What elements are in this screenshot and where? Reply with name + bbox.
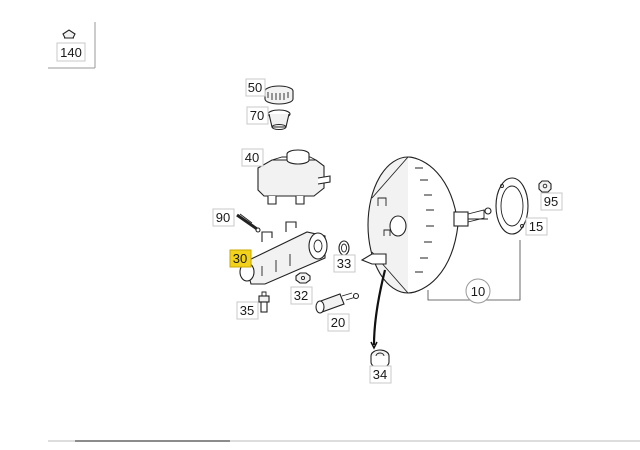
part-50-label: 50: [248, 80, 262, 95]
part-70-label: 70: [250, 108, 264, 123]
part-33-seal-ring[interactable]: 33: [333, 240, 356, 273]
part-20-label: 20: [331, 315, 345, 330]
part-34-label: 34: [373, 367, 387, 382]
part-15-gasket[interactable]: 15: [495, 177, 548, 236]
part-20-valve[interactable]: 20: [315, 292, 360, 332]
part-90-bleed-screw[interactable]: 90: [212, 208, 261, 233]
part-35-sensor[interactable]: 35: [236, 291, 270, 320]
part-140-label: 140: [60, 45, 82, 60]
part-140-inset[interactable]: 140: [48, 22, 96, 69]
part-34-vacuum-connector[interactable]: 34: [369, 269, 392, 384]
part-90-label: 90: [216, 210, 230, 225]
part-140-clip-icon: [62, 29, 76, 39]
part-30-label: 30: [233, 251, 247, 266]
part-40-label: 40: [245, 150, 259, 165]
part-15-label: 15: [529, 219, 543, 234]
part-35-label: 35: [240, 303, 254, 318]
part-70-strainer[interactable]: 70: [246, 106, 291, 130]
part-95-nut[interactable]: 95: [538, 180, 563, 211]
part-40-fluid-reservoir[interactable]: 40: [241, 148, 331, 205]
part-50-reservoir-cap[interactable]: 50: [245, 78, 294, 105]
part-32-nut[interactable]: 32: [290, 272, 313, 305]
part-30-master-cylinder[interactable]: 30: [229, 221, 328, 285]
part-33-label: 33: [337, 256, 351, 271]
part-95-label: 95: [544, 194, 558, 209]
part-32-label: 32: [294, 288, 308, 303]
part-10-label: 10: [471, 284, 485, 299]
part-10-brake-booster[interactable]: 10: [360, 156, 521, 304]
part-30-highlight: [229, 249, 252, 268]
